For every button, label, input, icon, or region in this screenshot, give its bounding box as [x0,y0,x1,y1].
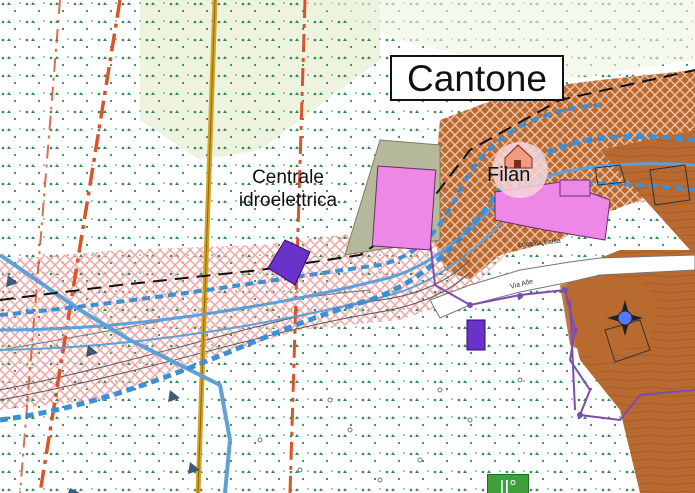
zone-badge: II° [487,474,529,493]
locality-label: Filan [487,164,531,186]
hydro-plant-line2: idroelettrica [238,190,338,211]
hydro-plant-label: Centrale idroelettrica [218,166,358,212]
building-purple-1 [267,239,311,286]
pipeline-left [0,253,233,493]
triangle-marker-icon [6,275,200,493]
star-icon [607,300,643,336]
building-purple-2 [466,319,486,351]
dashed-blue-1 [0,134,695,423]
house-icon [504,144,533,169]
dashed-blue-2 [0,103,601,317]
place-name-label: Cantone [390,55,564,101]
building-pink-1 [371,165,437,251]
hydro-plant-line1: Centrale [252,167,324,188]
filan-circle [492,142,548,198]
pipeline-main [0,162,695,332]
